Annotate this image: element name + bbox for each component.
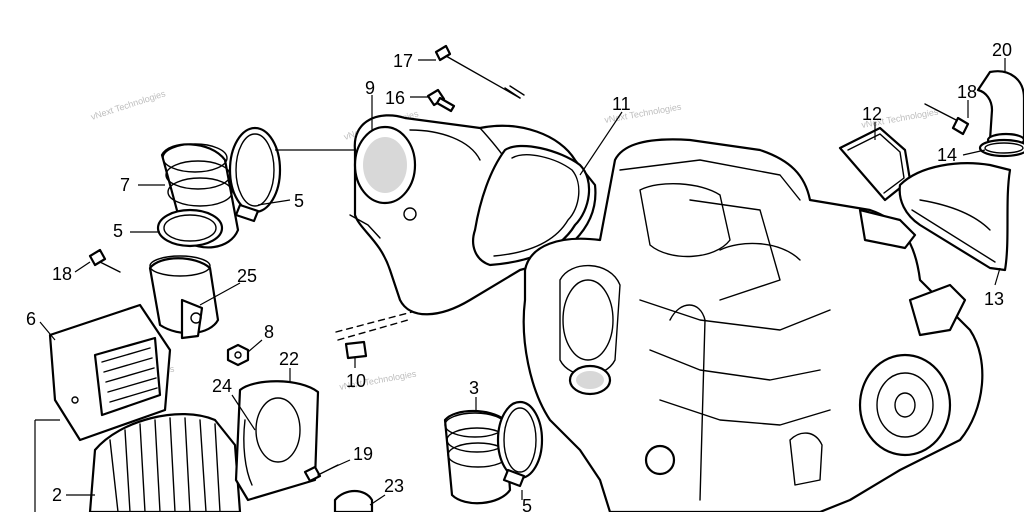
leader-19 <box>331 459 351 469</box>
callout-13: 13 <box>984 289 1004 309</box>
part-12-gasket-right <box>838 126 912 202</box>
callout-12: 12 <box>862 104 882 124</box>
leader-11 <box>579 111 623 176</box>
part-16-short-bolt <box>426 88 456 113</box>
part-2-flex-hose <box>88 413 242 512</box>
part-5-clamp-upper <box>228 126 282 223</box>
callout-19: 19 <box>353 444 373 464</box>
engine-block <box>522 138 984 512</box>
part-10-plate <box>335 311 413 360</box>
part-17-long-bolt <box>434 44 525 99</box>
part-5-clamp-middle <box>156 208 224 248</box>
callouts: 17 16 9 11 20 18 12 14 7 5 5 18 25 6 8 2… <box>26 40 1012 512</box>
part-20-elbow <box>976 70 1024 148</box>
watermark-1: vNext Technologies <box>90 88 168 122</box>
part-5-clamp-lower <box>496 400 544 488</box>
part-14-clamp <box>978 138 1024 158</box>
callout-18-right: 18 <box>957 82 977 102</box>
part-6-filter-housing <box>48 303 172 442</box>
leader-8 <box>247 339 263 353</box>
leader-13 <box>994 267 1001 286</box>
leader-5a <box>257 199 291 206</box>
leader-23 <box>369 494 386 506</box>
part-22-plate <box>234 380 320 502</box>
callout-10: 10 <box>346 371 366 391</box>
callout-6: 6 <box>26 309 36 329</box>
part-18-bolt-right <box>924 103 970 136</box>
callout-5-upper: 5 <box>294 191 304 211</box>
leader-24 <box>231 394 256 431</box>
callout-22: 22 <box>279 349 299 369</box>
callout-18-left: 18 <box>52 264 72 284</box>
part-24-gasket <box>243 419 253 486</box>
part-18-bolt-left <box>88 248 121 273</box>
leader-6 <box>39 321 56 341</box>
callout-7: 7 <box>120 175 130 195</box>
callout-17: 17 <box>393 51 413 71</box>
callout-8: 8 <box>264 322 274 342</box>
callout-5-middle: 5 <box>113 221 123 241</box>
leader-25 <box>199 282 241 306</box>
part-23-bracket <box>333 489 374 512</box>
callout-5-lower: 5 <box>522 496 532 512</box>
callout-20: 20 <box>992 40 1012 60</box>
callout-24: 24 <box>212 376 232 396</box>
leader-14 <box>962 149 986 156</box>
leader-lines <box>34 58 1006 512</box>
callout-11: 11 <box>612 94 631 114</box>
leader-18b <box>74 261 91 273</box>
callout-9: 9 <box>365 78 375 98</box>
part-13-intake-duct <box>898 162 1012 272</box>
callout-3: 3 <box>469 378 479 398</box>
callout-2: 2 <box>52 485 62 505</box>
callout-14: 14 <box>937 145 957 165</box>
callout-23: 23 <box>384 476 404 496</box>
part-8-nut <box>226 343 250 367</box>
callout-16: 16 <box>385 88 405 108</box>
part-3-rubber-boot <box>443 410 512 505</box>
part-25-intake-tube <box>148 255 220 340</box>
callout-25: 25 <box>237 266 257 286</box>
